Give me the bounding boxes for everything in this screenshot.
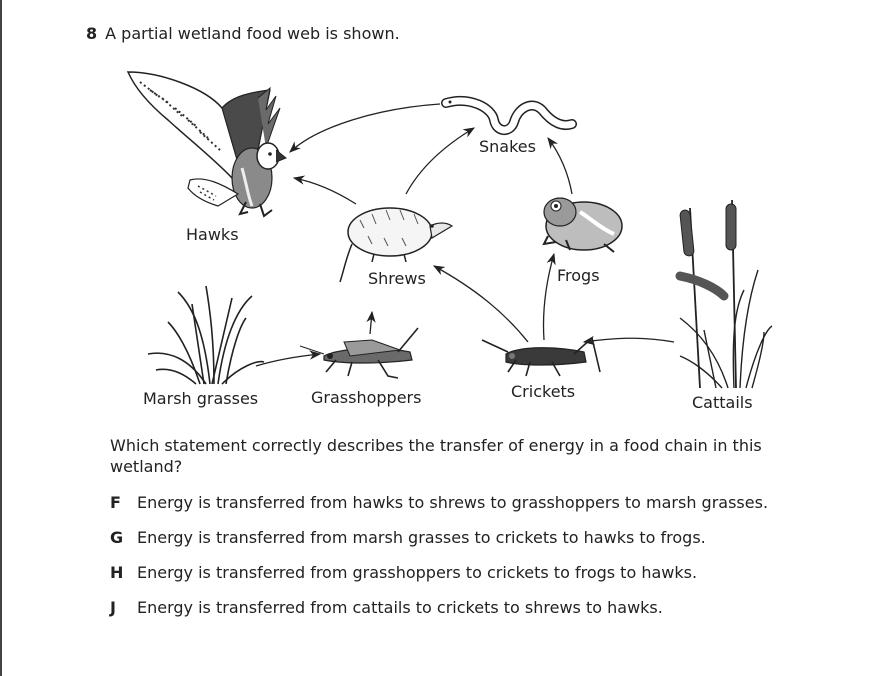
arrow-shrews-to-snakes	[405, 127, 476, 195]
label-hawks: Hawks	[186, 225, 239, 244]
choice-text: Energy is transferred from grasshoppers …	[137, 563, 698, 582]
question-header: 8 A partial wetland food web is shown.	[86, 24, 400, 43]
question-stem: A partial wetland food web is shown.	[105, 24, 400, 43]
label-frogs: Frogs	[557, 266, 600, 285]
choice-letter: F	[110, 493, 121, 512]
label-marsh-grasses: Marsh grasses	[143, 389, 259, 408]
cattails-illustration	[675, 199, 773, 389]
choice-h[interactable]: H Energy is transferred from grasshopper…	[110, 563, 768, 598]
page-left-border	[0, 0, 2, 676]
choice-f[interactable]: F Energy is transferred from hawks to sh…	[110, 493, 768, 528]
question-number: 8	[86, 24, 98, 43]
arrow-marsh-grasses-to-grasshoppers	[255, 350, 322, 367]
arrow-grasshoppers-to-shrews	[366, 310, 376, 335]
choice-letter: H	[110, 563, 124, 582]
snake-illustration	[441, 96, 577, 135]
arrow-crickets-to-frogs	[542, 252, 556, 341]
choice-text: Energy is transferred from marsh grasses…	[137, 528, 706, 547]
choice-g[interactable]: G Energy is transferred from marsh grass…	[110, 528, 768, 563]
label-grasshoppers: Grasshoppers	[311, 388, 422, 407]
choice-j[interactable]: J Energy is transferred from cattails to…	[110, 598, 768, 633]
question-prompt: Which statement correctly describes the …	[110, 436, 762, 476]
label-snakes: Snakes	[479, 137, 536, 156]
arrow-snakes-to-hawks	[289, 103, 441, 153]
cricket-illustration	[481, 336, 601, 377]
label-cattails: Cattails	[692, 393, 753, 412]
arrow-frogs-to-snakes	[547, 137, 573, 195]
food-web-diagram	[126, 71, 773, 389]
choice-letter: G	[110, 528, 124, 547]
energy-arrows	[255, 103, 675, 367]
arrow-crickets-to-shrews	[432, 265, 529, 343]
label-crickets: Crickets	[511, 382, 576, 401]
arrow-cattails-to-crickets	[582, 335, 675, 346]
label-shrews: Shrews	[368, 269, 426, 288]
grasshopper-illustration	[299, 327, 419, 379]
choice-letter: J	[110, 598, 116, 617]
answer-choices: F Energy is transferred from hawks to sh…	[110, 493, 768, 633]
marsh-grasses-illustration	[147, 285, 265, 385]
hawk-illustration	[126, 71, 287, 218]
choice-text: Energy is transferred from hawks to shre…	[137, 493, 769, 512]
arrow-shrews-to-hawks	[292, 175, 357, 205]
frog-illustration	[542, 197, 623, 253]
choice-text: Energy is transferred from cattails to c…	[137, 598, 663, 617]
shrew-illustration	[339, 207, 454, 283]
